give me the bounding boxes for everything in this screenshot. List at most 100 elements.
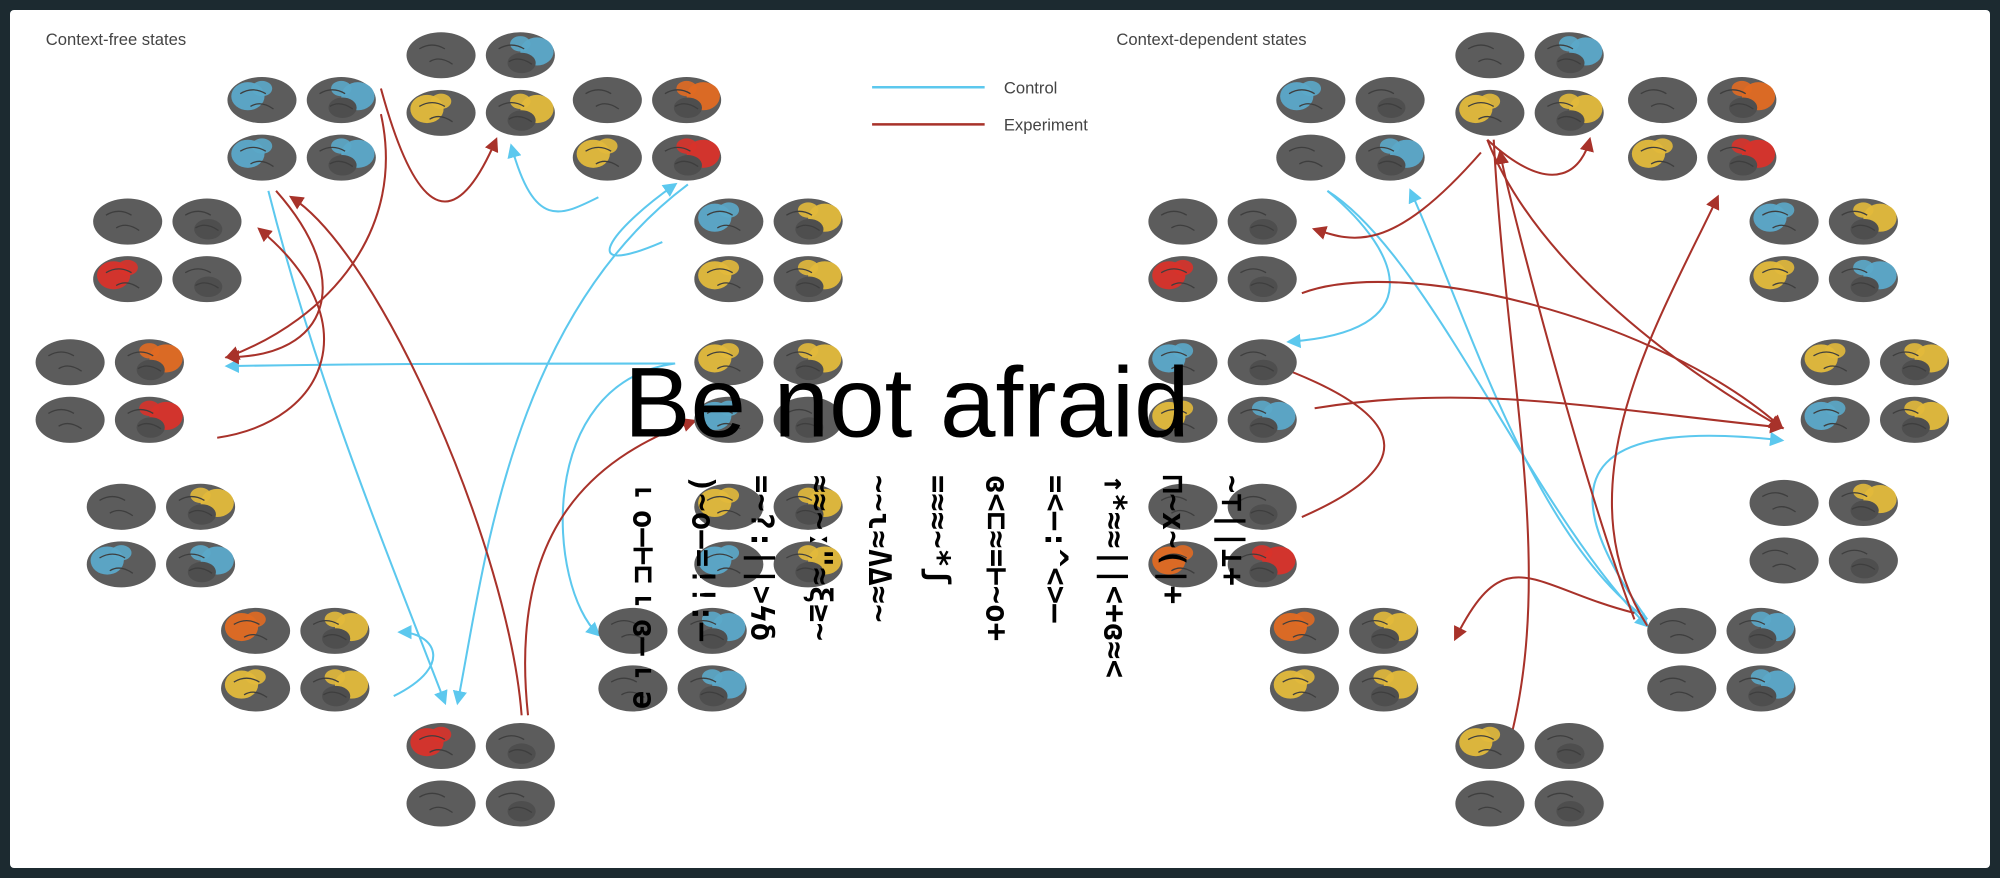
brain-surface [406, 780, 476, 827]
brain-state-left-8 [406, 722, 555, 827]
brain-surface [1749, 256, 1819, 303]
brain-state-left-1 [227, 77, 376, 181]
control-transition-arrow [1591, 431, 1785, 620]
brain-surface [1628, 134, 1698, 181]
experiment-transition-arrow [379, 88, 499, 203]
brain-surface [1349, 665, 1419, 712]
brain-surface [93, 256, 163, 303]
brain-state-left-7 [221, 607, 370, 712]
brain-surface [86, 541, 156, 588]
glyph-column: ~~ɩ≈ɅΔ≈~ [861, 475, 896, 623]
brain-surface [1227, 541, 1297, 588]
brain-surface [114, 339, 184, 386]
brain-surface [1148, 483, 1218, 530]
brain-surface [306, 134, 376, 181]
brain-surface [1148, 396, 1218, 443]
brain-states [35, 32, 1950, 827]
control-transition-arrow [452, 183, 689, 706]
glyph-column: ~⊤||⊥+ [1214, 475, 1249, 586]
brain-surface [93, 198, 163, 245]
brain-state-right-10 [1148, 198, 1297, 303]
brain-surface [1800, 396, 1870, 443]
control-transition-arrow [507, 143, 599, 213]
experiment-transition-arrow [1314, 396, 1785, 434]
brain-surface [1349, 607, 1419, 654]
brain-surface [1534, 780, 1604, 827]
brain-surface [172, 256, 242, 303]
glyph-column: ≈≈~ː"≈ξ≥~ [802, 475, 837, 641]
brain-state-left-9 [598, 607, 747, 712]
control-transition-arrow [1286, 190, 1391, 349]
brain-state-left-10 [694, 198, 843, 303]
experiment-transition-arrow [1486, 139, 1784, 429]
brain-surface [773, 198, 843, 245]
brain-surface [1880, 396, 1950, 443]
experiment-transition-arrow [1492, 139, 1530, 757]
brain-surface [1647, 665, 1717, 712]
brain-surface [1749, 479, 1819, 526]
glyph-column: =<–:^<>– [1037, 475, 1072, 623]
control-transition-arrow [1408, 188, 1648, 621]
brain-surface [406, 32, 476, 79]
brain-state-left-12 [694, 483, 843, 588]
experiment-transition-arrow [224, 190, 324, 365]
glyph-column: ↑*≈≈||<+ɞ≈< [1096, 475, 1131, 678]
brain-surface [1276, 77, 1346, 124]
brain-surface [1726, 607, 1796, 654]
brain-surface [1880, 339, 1950, 386]
experiment-transition-arrow [1454, 576, 1635, 642]
brain-surface [1455, 89, 1525, 136]
experiment-transition-arrow [217, 227, 325, 439]
experiment-transition-arrow [1267, 360, 1386, 518]
brain-surface [1269, 665, 1339, 712]
brain-surface [1534, 722, 1604, 769]
brain-state-left-5 [35, 339, 184, 443]
brain-surface [694, 256, 764, 303]
legend: Control Experiment [872, 79, 1088, 135]
brain-surface [1749, 537, 1819, 584]
brain-surface [1534, 89, 1604, 136]
control-transition-arrow [608, 182, 678, 257]
brain-surface [1828, 537, 1898, 584]
experiment-transition-arrow [1301, 280, 1784, 430]
brain-surface [1355, 134, 1425, 181]
brain-state-right-5 [1800, 339, 1950, 443]
brain-surface [166, 541, 236, 588]
brain-surface [652, 77, 722, 124]
brain-surface [773, 541, 843, 588]
brain-surface [166, 483, 236, 530]
brain-surface [694, 198, 764, 245]
brain-state-left-11 [694, 339, 843, 443]
experiment-transition-arrow [524, 418, 698, 716]
figure-canvas: Context-free states Context-dependent st… [10, 10, 1990, 868]
control-transition-arrow [393, 624, 435, 698]
brain-state-right-12 [1148, 483, 1297, 588]
brain-state-left-4 [93, 198, 242, 303]
brain-surface [1227, 396, 1297, 443]
brain-surface [1148, 541, 1218, 588]
glyph-column: ⊓~x~(|+ [1155, 475, 1190, 604]
title-context-free: Context-free states [46, 30, 186, 49]
brain-surface [572, 77, 642, 124]
glyph-column: ɞ<⊏≈=⊢~o+ [979, 475, 1014, 641]
brain-surface [35, 396, 105, 443]
brain-surface [1455, 32, 1525, 79]
title-context-dependent: Context-dependent states [1116, 30, 1306, 49]
overlay-text: Be not afraid [624, 347, 1190, 458]
brain-surface [1148, 256, 1218, 303]
brain-surface [572, 134, 642, 181]
brain-state-right-8 [1455, 722, 1604, 827]
brain-surface [485, 780, 555, 827]
brain-surface [773, 483, 843, 530]
brain-surface [1148, 339, 1218, 386]
experiment-transition-arrow [1494, 149, 1636, 620]
brain-surface [300, 665, 370, 712]
brain-state-left-6 [86, 483, 236, 588]
brain-surface [1828, 479, 1898, 526]
brain-surface [1534, 32, 1604, 79]
brain-state-right-7 [1647, 607, 1796, 712]
glyph-column: =≈≈~*ʃ [920, 475, 955, 586]
brain-surface [773, 339, 843, 386]
brain-surface [694, 396, 764, 443]
